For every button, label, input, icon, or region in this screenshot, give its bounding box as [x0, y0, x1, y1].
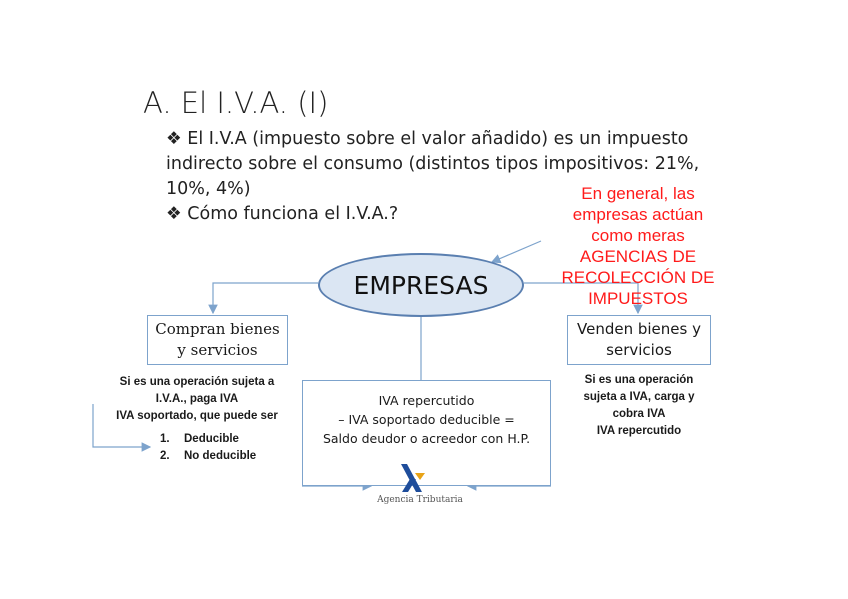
- bullet-item: ❖ Cómo funciona el I.V.A.?: [166, 204, 399, 224]
- list-item: 1.Deducible: [160, 433, 239, 445]
- bullet-list: ❖ El I.V.A (impuesto sobre el valor añad…: [166, 127, 726, 227]
- vat-balance-box: IVA repercutido – IVA soportado deducibl…: [302, 380, 551, 486]
- list-item: 2.No deducible: [160, 450, 257, 462]
- bullet-symbol-icon: ❖: [166, 204, 182, 224]
- deductibility-list: 1.Deducible 2.No deducible: [160, 431, 256, 465]
- buy-goods-box: Compran bienes y servicios: [147, 315, 288, 365]
- output-vat-description: Si es una operación sujeta a IVA, carga …: [583, 374, 695, 437]
- note-arrow: [490, 240, 542, 264]
- agencia-tributaria-logo: Agencia Tributaria: [370, 460, 470, 510]
- agencia-tributaria-emblem-icon: [401, 464, 425, 492]
- right-branch-arrow: [524, 282, 643, 315]
- empresas-node: EMPRESAS: [318, 253, 524, 317]
- bullet-symbol-icon: ❖: [166, 129, 182, 149]
- slide-title: A. El I.V.A. (I): [143, 86, 329, 120]
- bullet-item: ❖ El I.V.A (impuesto sobre el valor añad…: [166, 129, 689, 149]
- sell-goods-box: Venden bienes y servicios: [567, 315, 711, 365]
- collection-agencies-note: En general, las empresas actúan como mer…: [561, 184, 715, 308]
- left-branch-arrow: [208, 282, 318, 315]
- bullet-continuation: indirecto sobre el consumo (distintos ti…: [166, 154, 700, 174]
- logo-text: Agencia Tributaria: [377, 495, 463, 505]
- input-vat-description: Si es una operación sujeta a I.V.A., pag…: [116, 376, 278, 422]
- bullet-continuation: 10%, 4%): [166, 179, 251, 199]
- list-arrow: [92, 404, 152, 452]
